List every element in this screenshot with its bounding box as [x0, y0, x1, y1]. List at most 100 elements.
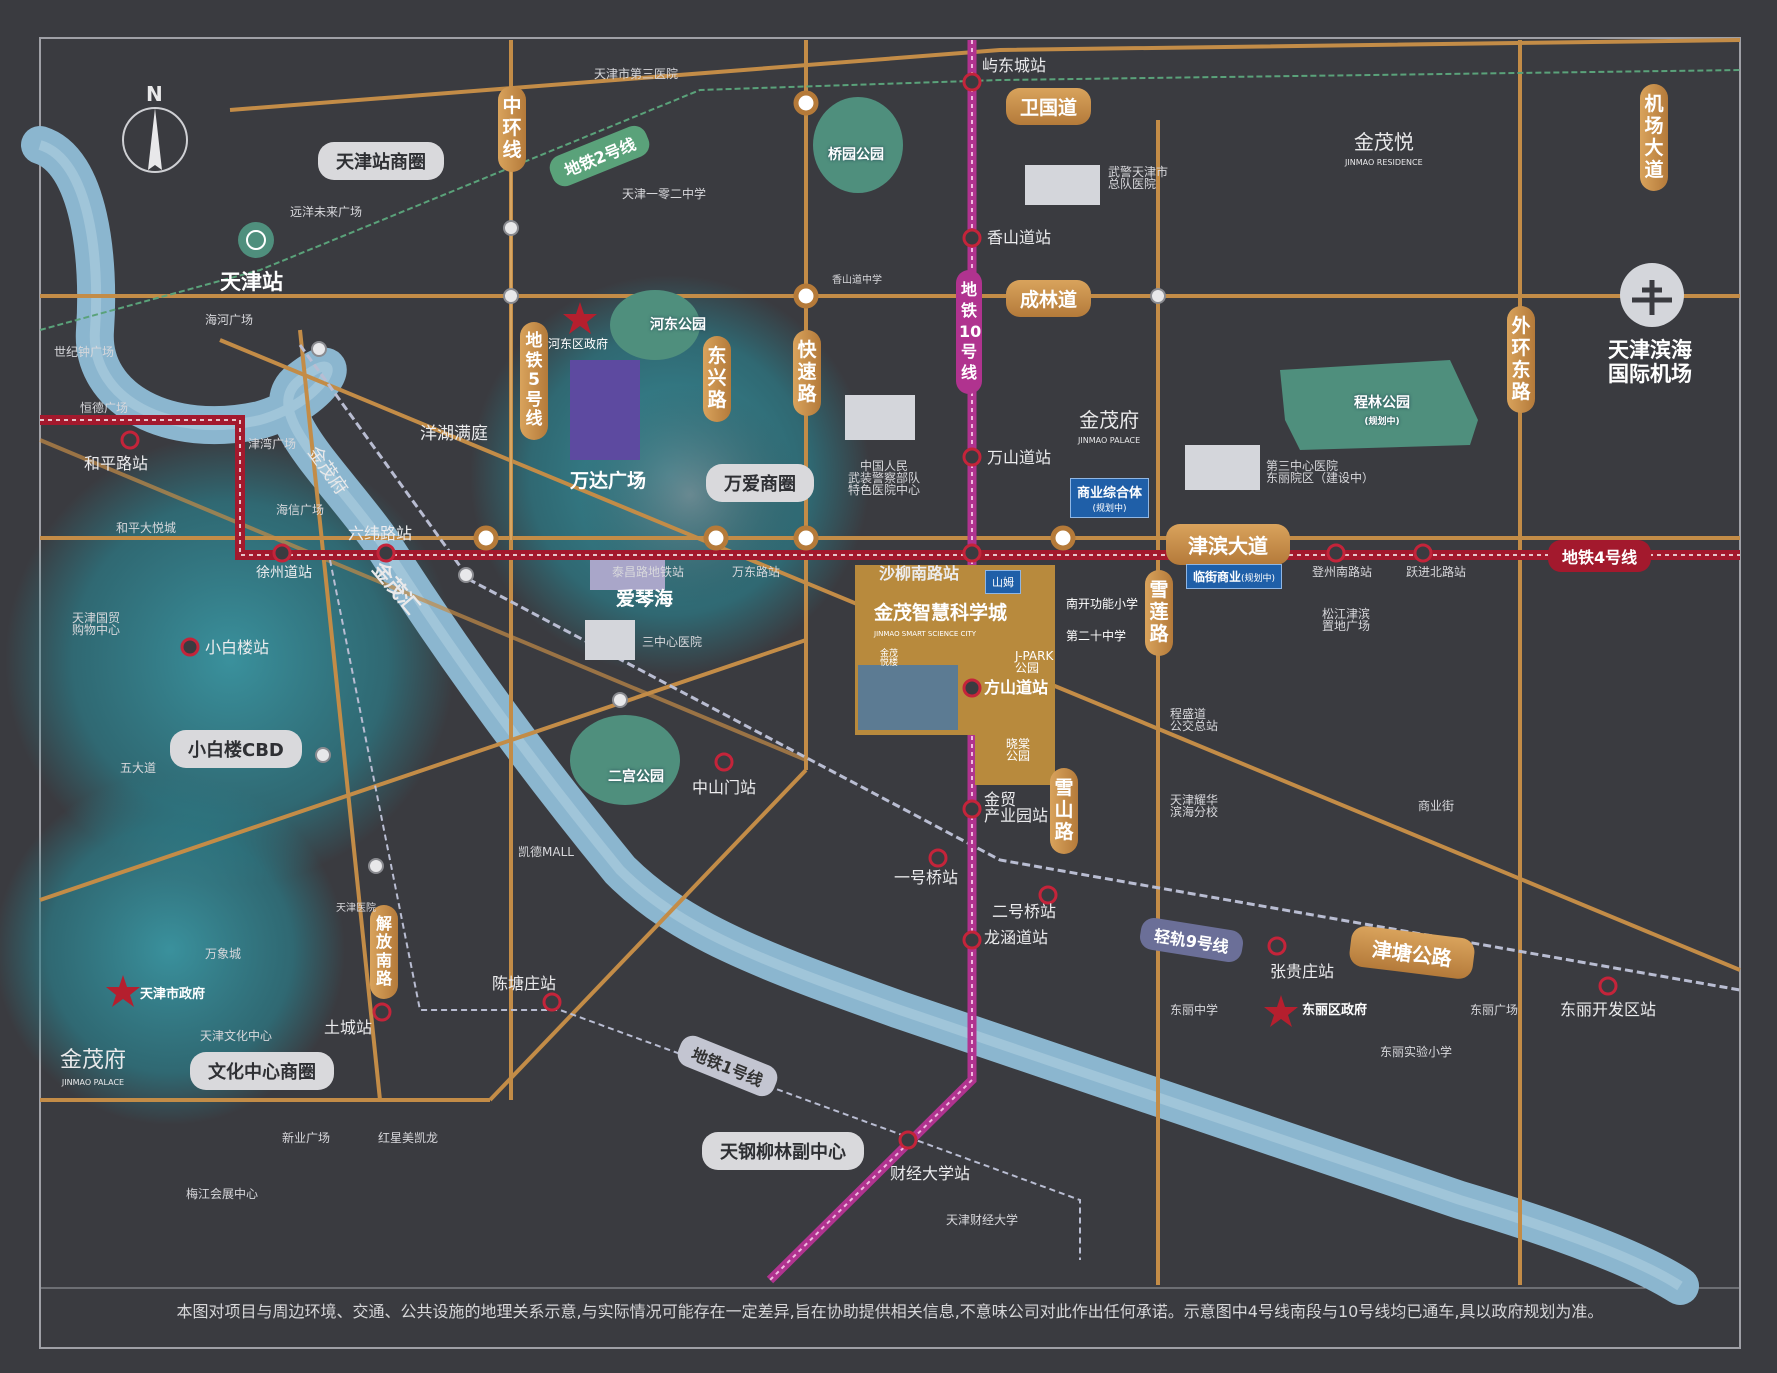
haihe-river-highlight — [38, 140, 1683, 1291]
government-stars — [106, 302, 1298, 1027]
tag-commercial-complex-label: 商业综合体 — [1077, 486, 1143, 501]
poi-shiji: 世纪钟广场 — [54, 345, 115, 359]
park-qiaoyuan: 桥园公园 — [828, 147, 884, 163]
tag-linjie-label: 临街商业 — [1193, 570, 1242, 584]
road-chenglin: 成林道 — [1006, 280, 1092, 317]
area-xiaobailou: 小白楼CBD — [170, 730, 302, 768]
metro-station-markers — [120, 72, 1618, 1150]
station-xiangshandao: 香山道站 — [987, 228, 1052, 247]
compass-icon — [122, 107, 188, 173]
station-zhongshanmen: 中山门站 — [692, 778, 757, 797]
station-fangshandao: 方山道站 — [984, 678, 1049, 697]
road-jinbin: 津滨大道 — [1166, 524, 1290, 565]
poi-wudadao: 五大道 — [120, 761, 157, 775]
poi-haixin: 海信广场 — [276, 503, 325, 517]
disclaimer: 本图对项目与周边环境、交通、公共设施的地理关系示意,与实际情况可能存在一定差异,… — [176, 1302, 1604, 1321]
poi-city-gov: 天津市政府 — [140, 987, 206, 1002]
poi-dongli-school: 东丽中学 — [1170, 1003, 1219, 1017]
smart-city-render — [858, 665, 958, 730]
poi-wanxiang: 万象城 — [205, 947, 242, 961]
brand-jinmao-palace-west-label: 金茂府 — [60, 1048, 127, 1073]
tag-shanmu: 山姆 — [985, 570, 1021, 594]
metro-line-9 — [298, 344, 1741, 992]
station-shaliunan: 沙柳南路站 — [879, 564, 960, 583]
poi-hosp3: 天津市第三医院 — [594, 67, 679, 81]
station-liuwei: 六纬路站 — [348, 524, 413, 543]
station-xuzhoudao: 徐州道站 — [256, 565, 312, 581]
badge-line5: 地铁5号线 — [520, 322, 548, 440]
poi-airport: 天津滨海 国际机场 — [1608, 338, 1692, 387]
station-heping: 和平路站 — [84, 454, 149, 473]
brand-jinmao-yue-en: JINMAO RESIDENCE — [1345, 158, 1423, 167]
park-chenglin-label: 程林公园 — [1354, 395, 1410, 411]
poi-hedong-gov: 河东区政府 — [548, 337, 609, 351]
poi-jpark: J-PARK 公园 — [1015, 649, 1054, 675]
tag-linjie-sub: (规划中) — [1241, 574, 1276, 584]
brand-smart-city-sub: 金茂 悦楼 — [880, 649, 899, 668]
park-chenglin: 程林公园 (规划中) — [1354, 392, 1410, 428]
poi-hengde: 恒德广场 — [80, 401, 129, 415]
poi-hepingdayue: 和平大悦城 — [116, 521, 177, 535]
building-shapes — [570, 165, 1260, 660]
station-yihaoqiao: 一号桥站 — [894, 868, 959, 887]
tag-commercial-complex-sub: (规划中) — [1092, 504, 1127, 514]
poi-armed-police: 中国人民 武装警察部队 特色医院中心 — [848, 459, 921, 497]
park-chenglin-sub: (规划中) — [1364, 417, 1400, 427]
railway-station-icon — [238, 222, 274, 258]
tag-commercial-complex: 商业综合体 (规划中) — [1070, 478, 1150, 518]
poi-hongxing: 红星美凯龙 — [378, 1131, 439, 1145]
line-nodes — [311, 220, 1166, 874]
station-wandong: 万东路站 — [732, 565, 781, 579]
station-yudongcheng: 屿东城站 — [982, 56, 1047, 75]
poi-wujing-hosp: 武警天津市 总队医院 — [1108, 165, 1169, 191]
station-dengzhounan: 登州南路站 — [1312, 565, 1373, 579]
poi-xiaotang: 晓棠 公园 — [1006, 737, 1031, 763]
area-culture-center: 文化中心商圈 — [190, 1052, 334, 1090]
poi-dongli-plaza: 东丽广场 — [1470, 1003, 1519, 1017]
metro-line-2 — [39, 69, 1741, 331]
glow-xiaobailou — [5, 435, 455, 885]
poi-wanda: 万达广场 — [570, 470, 647, 492]
area-tianjin-station: 天津站商圈 — [318, 142, 444, 180]
poi-culture: 天津文化中心 — [200, 1029, 273, 1043]
interchange-markers — [473, 90, 1076, 551]
glow-culture — [0, 775, 345, 1125]
station-taichang: 泰昌路地铁站 — [612, 565, 685, 579]
park-shapes — [570, 97, 1478, 805]
poi-guomao: 天津国贸 购物中心 — [72, 611, 121, 637]
poi-kaide: 凯德MALL — [518, 845, 574, 859]
station-zhangguizhuang: 张贵庄站 — [1270, 962, 1335, 981]
station-yuejinbei: 跃进北路站 — [1406, 565, 1467, 579]
station-jinmao-industrial: 金贸 产业园站 — [984, 790, 1049, 825]
area-tiangang: 天钢柳林副中心 — [702, 1132, 864, 1170]
airplane-icon — [1620, 263, 1684, 327]
station-dongli-dev: 东丽开发区站 — [1560, 1000, 1657, 1019]
poi-yuanyang: 远洋未来广场 — [290, 205, 363, 219]
station-tianjin: 天津站 — [220, 270, 283, 294]
station-longhandao: 龙涵道站 — [984, 928, 1049, 947]
poi-tj-hosp: 天津医院 — [336, 903, 376, 914]
poi-hosp3-dongli: 第三中心医院 东丽院区（建设中） — [1266, 459, 1375, 485]
road-weiguo: 卫国道 — [1006, 88, 1092, 125]
road-jiefang: 解放南路 — [370, 905, 398, 999]
poi-caijing-univ: 天津财经大学 — [946, 1213, 1019, 1227]
metro-line-1 — [329, 559, 1081, 1260]
park-ergong: 二宫公园 — [608, 769, 664, 785]
road-waihuan: 外环东路 — [1507, 306, 1535, 414]
poi-yaohua: 天津耀华 滨海分校 — [1170, 793, 1219, 819]
brand-jinmao-palace-center-label: 金茂府 — [1079, 408, 1140, 432]
brand-jinmao-yue: 金茂悦 JINMAO RESIDENCE — [1345, 132, 1423, 168]
brand-jinmao-yue-label: 金茂悦 — [1353, 130, 1414, 154]
poi-xinye: 新业广场 — [282, 1131, 331, 1145]
station-tucheng: 土城站 — [324, 1018, 373, 1037]
poi-jinwan: 津湾广场 — [248, 437, 297, 451]
station-caijing: 财经大学站 — [890, 1164, 971, 1183]
poi-songjiang: 松江津滨 置地广场 — [1322, 607, 1371, 633]
poi-commerce-st: 商业街 — [1418, 799, 1455, 813]
poi-school102: 天津一零二中学 — [622, 187, 707, 201]
poi-meijiang: 梅江会展中心 — [186, 1187, 259, 1201]
road-xueshan: 雪山路 — [1050, 768, 1078, 854]
